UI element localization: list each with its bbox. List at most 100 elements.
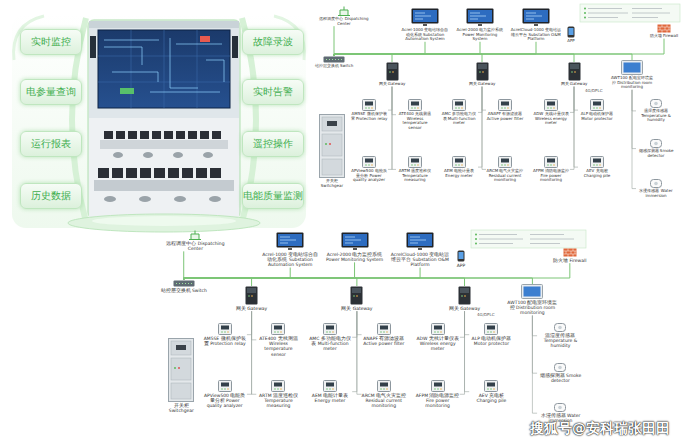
icon-shape [351,287,363,305]
icon-shape [570,64,579,69]
icon-shape [414,164,415,165]
device-connector [632,90,636,189]
connector-line [184,278,465,286]
icon-shape [245,286,258,305]
icon-shape [563,248,577,257]
icon-shape [461,295,463,297]
icon-shape [524,10,548,22]
bus-connector [334,54,632,60]
gateway-cabinet: 网关 Gateway [465,62,499,87]
icon [377,323,391,335]
icon-shape [568,62,581,81]
icon-shape [171,383,191,399]
icon-shape [452,99,466,111]
icon-shape [377,323,391,335]
icon-shape [559,326,563,330]
icon-shape [434,383,442,387]
side-screen [90,36,96,58]
icon [466,8,494,27]
icon-shape [654,102,658,106]
icon-shape [274,383,282,387]
node-label: ANAPF 有源滤波器 Active power filter [362,336,406,346]
icon-shape [657,24,671,33]
feature-label: 电参量查询 [26,86,76,99]
sensor-device: 烟感探测器 Smoke detector [537,363,584,383]
field-device: ATE400 无线测温 Wireless temperature sensor [396,99,434,130]
field-device: ANAPF 有源滤波器 Active power filter [486,99,524,121]
icon-shape [345,237,361,243]
device-connector [574,87,578,111]
gateway-cabinet: 网关 Gateway [445,286,485,311]
connector-line [357,311,362,394]
icon-shape [498,156,512,168]
icon-shape [504,107,505,108]
icon-shape [534,24,538,26]
icon-shape [386,388,387,389]
feature-label: 电能质量监测 [243,190,303,203]
icon-shape [499,157,512,168]
icon-shape [476,63,488,81]
icon-shape [365,164,366,165]
node-label: 开关柜 Switchgear [316,179,348,188]
icon-shape [563,249,576,257]
feature-label: 遥控操作 [253,138,293,151]
node-label: AEV 充电桩 Charging pile [578,169,616,178]
connector-line [392,87,396,170]
icon-shape [434,388,435,389]
node-label: APP [453,263,469,268]
field-device: APView500 电能质量分析 Power quality analyzer [202,380,246,409]
node-label: ARCM 电气火灾监控 Residual current monitoring [362,393,406,409]
icon-shape [323,381,336,392]
icon-shape [622,61,643,75]
side-screen [232,36,238,58]
icon-shape [371,107,372,108]
icon-shape [596,107,597,108]
icon-shape [408,156,422,168]
device-connector [247,311,252,394]
device-connector [570,87,574,113]
node-label: APP [564,39,578,44]
node-label: 网关 Gateway [337,306,377,311]
field-device: AEV 充电桩 Charging pile [469,380,513,403]
connector-line [532,316,537,336]
icon-shape [247,288,256,293]
icon-shape [322,134,342,156]
icon-shape [554,403,566,412]
icon-shape [569,28,574,35]
connector-line [632,90,636,149]
device-connector [478,87,482,113]
icon-shape [377,380,391,392]
icon [567,26,575,38]
icon-shape [380,326,388,330]
monitoring-screen: AWT100 配电室环境监控 Distribution room monitor… [507,284,558,316]
icon-shape [322,159,342,175]
icon-shape [357,295,359,297]
legend-panel [580,4,680,22]
icon-shape [559,366,563,370]
connector-line [460,311,465,337]
icon-shape [188,230,202,240]
gateway-cabinet: 网关 Gateway [557,62,591,87]
icon-shape [654,142,658,146]
icon-shape [224,331,225,332]
device-connector [392,87,396,170]
device-connector [574,87,578,168]
icon-shape [277,233,304,248]
icon [323,56,345,63]
icon-shape [488,388,489,389]
icon-shape [650,139,662,148]
icon-shape [407,233,434,248]
device-connector [352,311,357,337]
connector-line [252,311,257,394]
feature-label: 历史数据 [31,190,71,203]
sensor-device: 温湿度传感器 Temperature & humidity [537,323,584,349]
node-label: 烟感探测器 Smoke detector [537,373,584,383]
icon [498,99,512,111]
icon-shape [418,248,422,250]
icon-shape [458,286,471,305]
icon-shape [326,383,334,387]
bus-connector [334,54,574,62]
bus-connector [334,54,482,62]
icon-shape [380,331,381,332]
icon-shape [574,71,576,73]
